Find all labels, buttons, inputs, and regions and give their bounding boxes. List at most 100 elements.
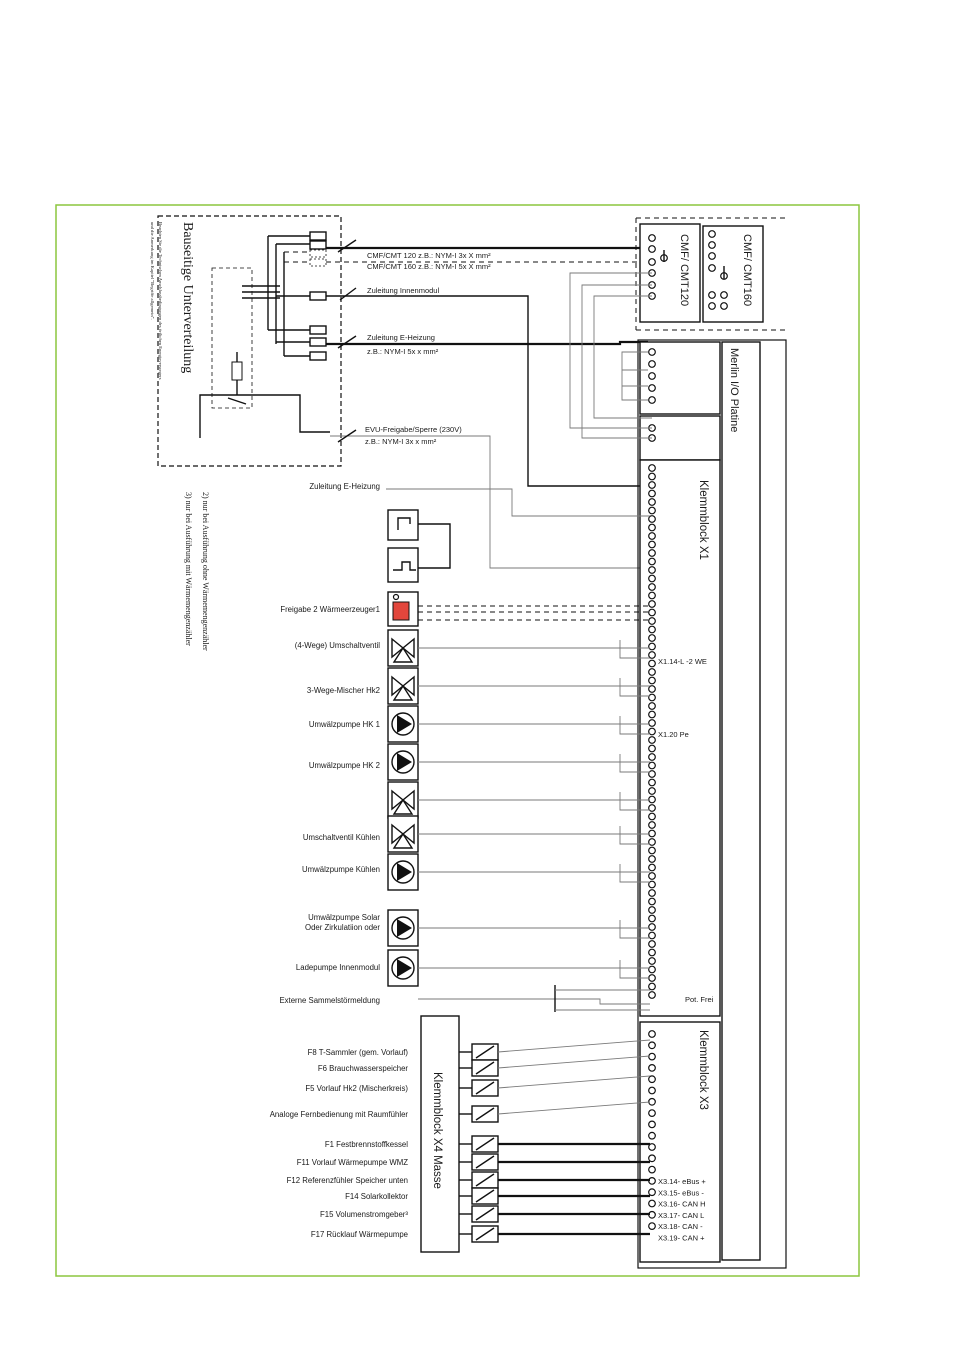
cable3-label-2: z.B.: NYM-I 5x x mm² bbox=[367, 347, 439, 356]
sensor-label: F14 Solarkollektor bbox=[345, 1192, 408, 1201]
terminal bbox=[648, 744, 656, 753]
terminal bbox=[648, 557, 656, 566]
terminal bbox=[648, 727, 656, 736]
x3-terminal-labels: X3.14- eBus +X3.15- eBus -X3.16- CAN HX3… bbox=[658, 1177, 706, 1243]
relay-coil bbox=[231, 361, 243, 381]
terminal bbox=[648, 1199, 656, 1208]
terminal bbox=[648, 1109, 656, 1117]
component-label: Umschaltventil Kühlen bbox=[303, 833, 380, 842]
x3-bus-label: X3.15- eBus - bbox=[658, 1188, 704, 1197]
terminal bbox=[648, 384, 656, 392]
terminal bbox=[648, 693, 656, 702]
terminal bbox=[648, 1120, 656, 1129]
distribution-note-1: Beachten Sie die Technischen Anschlussbe… bbox=[158, 222, 163, 380]
valve-icon bbox=[387, 667, 650, 705]
terminal bbox=[648, 804, 656, 812]
temperature-sensor-icon bbox=[459, 1153, 650, 1171]
sensor-label: F15 Volumenstromgeber³ bbox=[320, 1210, 408, 1219]
terminal bbox=[648, 872, 656, 880]
terminal bbox=[648, 787, 656, 795]
terminal bbox=[648, 761, 656, 770]
terminal bbox=[648, 1222, 656, 1230]
x3-bus-label: X3.16- CAN H bbox=[658, 1200, 706, 1209]
temperature-sensor-icon bbox=[459, 1075, 651, 1097]
cable1-label-2: CMF/CMT 160 z.B.: NYM-I 5x X mm² bbox=[367, 262, 491, 271]
distribution-board: Bauseitige Unterverteilung Beachten Sie … bbox=[150, 215, 342, 467]
terminal bbox=[648, 710, 656, 719]
x3-label: Klemmblock X3 bbox=[697, 1030, 709, 1110]
temperature-sensor-icon bbox=[459, 1171, 650, 1189]
sensor-label: F17 Rücklauf Wärmepumpe bbox=[311, 1230, 408, 1239]
cable2-label: Zuleitung Innenmodul bbox=[367, 286, 439, 295]
component-label: Externe Sammelstörmeldung bbox=[279, 996, 380, 1005]
x4-ground-block: Klemmblock X4 Masse bbox=[420, 1015, 460, 1253]
pump-icon bbox=[387, 743, 650, 781]
terminal bbox=[648, 965, 656, 974]
terminal bbox=[648, 753, 656, 761]
terminal bbox=[648, 583, 656, 591]
cable4-label-1: EVU-Freigabe/Sperre (230V) bbox=[365, 425, 462, 434]
component-label: Zuleitung E-Heizung bbox=[309, 482, 380, 491]
terminal bbox=[648, 957, 656, 965]
terminal bbox=[648, 1075, 656, 1084]
terminal bbox=[648, 770, 656, 778]
component-label: Freigabe 2 Wärmeerzeuger1 bbox=[280, 605, 380, 614]
sensor-label: Analoge Fernbedienung mit Raumfühler bbox=[270, 1110, 409, 1119]
component-label: Umwälzpumpe HK 2 bbox=[309, 761, 380, 770]
terminal bbox=[648, 591, 656, 600]
terminal bbox=[648, 360, 656, 368]
terminal bbox=[648, 795, 656, 804]
terminal bbox=[648, 489, 656, 498]
terminal bbox=[648, 540, 656, 549]
terminal bbox=[648, 608, 656, 617]
terminal bbox=[648, 642, 656, 651]
terminal bbox=[648, 600, 656, 608]
terminal bbox=[648, 464, 656, 472]
terminal bbox=[648, 1131, 656, 1140]
valve-icon bbox=[387, 781, 650, 819]
module-wiring bbox=[569, 272, 652, 439]
distribution-note-2: und die Anmerkung im Kapitel "Begriffe a… bbox=[150, 222, 155, 320]
terminal bbox=[648, 372, 656, 380]
cable1-label-1: CMF/CMT 120 z.B.: NYM-I 3x X mm² bbox=[367, 251, 491, 260]
terminal bbox=[648, 1165, 656, 1174]
component-label: (4-Wege) Umschaltventil bbox=[295, 641, 380, 650]
pump-icon bbox=[387, 909, 650, 947]
terminal bbox=[648, 651, 656, 659]
terminal bbox=[648, 1086, 656, 1095]
x1-label: Klemmblock X1 bbox=[697, 480, 709, 560]
component-label: Umwälzpumpe HK 1 bbox=[309, 720, 380, 729]
component-label: Ladepumpe Innenmodul bbox=[296, 963, 380, 972]
terminal bbox=[648, 549, 656, 557]
terminal bbox=[648, 931, 656, 940]
terminal bbox=[648, 897, 656, 906]
sensor-label: F5 Vorlauf Hk2 (Mischerkreis) bbox=[305, 1084, 408, 1093]
terminal-pot-frei-label: Pot. Frei bbox=[685, 995, 714, 1004]
terminal bbox=[648, 923, 656, 931]
terminal bbox=[648, 889, 656, 897]
sensor-list: F8 T-Sammler (gem. Vorlauf)F6 Brauchwass… bbox=[270, 1039, 651, 1243]
sensor-label: F8 T-Sammler (gem. Vorlauf) bbox=[308, 1048, 409, 1057]
valve-icon bbox=[387, 629, 650, 667]
terminal bbox=[648, 1143, 656, 1151]
terminal bbox=[648, 838, 656, 846]
terminal bbox=[648, 498, 656, 506]
pump-icon bbox=[387, 853, 650, 891]
terminal bbox=[648, 846, 656, 855]
cable3-label-1: Zuleitung E-Heizung bbox=[367, 333, 435, 342]
pump-icon bbox=[387, 705, 650, 743]
temperature-sensor-icon bbox=[459, 1039, 651, 1061]
terminal bbox=[648, 880, 656, 889]
x3-bus-label: X3.17- CAN L bbox=[658, 1211, 704, 1220]
sensor-label: F12 Referenzfühler Speicher unten bbox=[287, 1176, 408, 1185]
terminal bbox=[648, 515, 656, 523]
temperature-sensor-icon bbox=[459, 1055, 651, 1077]
terminal-x1-20-label: X1.20 Pe bbox=[658, 730, 689, 739]
terminal bbox=[648, 948, 656, 957]
terminal bbox=[648, 348, 656, 356]
terminal bbox=[648, 1154, 656, 1163]
timer-icon bbox=[387, 547, 419, 583]
cmf-cmt160-module: CMF/ CMT160 bbox=[702, 225, 764, 323]
merlin-io-board: Merlin I/O Platine Klemmblock X1 Klemmbl… bbox=[637, 339, 787, 1269]
footnote-2: 2) nur bei Ausführung ohne Wärmemengenzä… bbox=[201, 492, 210, 651]
